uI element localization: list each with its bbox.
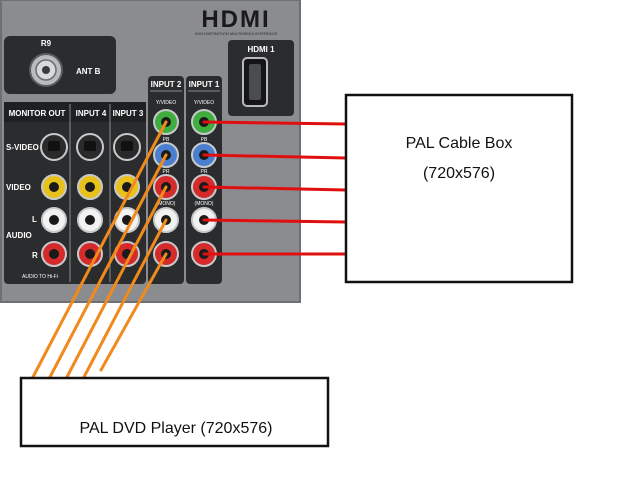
jack-monitor-audio-l[interactable]: [41, 207, 67, 233]
cable-orange-audio-l: [82, 218, 168, 379]
cable-orange-y: [31, 120, 168, 379]
section-input-1: INPUT 1: [189, 80, 220, 89]
row-label-svideo: S-VIDEO: [6, 143, 39, 152]
pal-dvd-player: PAL DVD Player (720x576): [19, 376, 330, 448]
row-label-audio: AUDIO: [6, 231, 32, 240]
cable-red-pb: [202, 153, 348, 160]
left-connector-block: MONITOR OUT INPUT 4 INPUT 3 S-VIDEO VIDE…: [4, 102, 146, 284]
svideo-ports: [40, 133, 141, 161]
cable-box-cables: [202, 120, 348, 256]
dvd-cables: [31, 120, 168, 379]
svideo-port-input-3[interactable]: [113, 133, 141, 161]
section-monitor-out: MONITOR OUT: [9, 109, 66, 118]
pal-cable-box: PAL Cable Box (720x576): [344, 93, 574, 284]
input-1-mono-label: (MONO): [195, 201, 214, 207]
cable-box-name: PAL Cable Box: [406, 135, 513, 152]
cable-orange-pb: [48, 153, 168, 379]
jack-input4-audio-l[interactable]: [77, 207, 103, 233]
input-2-pb-label: PB: [163, 137, 170, 143]
svideo-port-monitor-out[interactable]: [40, 133, 68, 161]
jack-monitor-audio-r[interactable]: [41, 241, 67, 267]
rca-jacks-left: [41, 174, 140, 267]
antenna-label: ANT B: [76, 67, 101, 76]
input-1-pb-label: PB: [201, 137, 208, 143]
row-label-r: R: [32, 251, 38, 260]
jack-input4-video[interactable]: [77, 174, 103, 200]
input-1-yvideo-label: Y/VIDEO: [194, 100, 214, 106]
cable-red-pr: [202, 185, 348, 192]
section-input-4: INPUT 4: [76, 109, 107, 118]
antenna-port-label: R9: [41, 39, 52, 48]
input-2-mono-label: (MONO): [157, 201, 176, 207]
hdmi-port-block: HDMI 1: [228, 40, 294, 116]
row-label-l: L: [32, 215, 37, 224]
section-input-3: INPUT 3: [113, 109, 144, 118]
input-2-pr-label: PR: [163, 169, 170, 175]
section-input-2: INPUT 2: [151, 80, 182, 89]
cable-box-resolution: (720x576): [423, 165, 495, 182]
audio-to-hifi-label: AUDIO TO Hi-Fi: [22, 274, 58, 280]
jack-monitor-video[interactable]: [41, 174, 67, 200]
cable-red-y: [202, 120, 348, 126]
hdmi-tagline: HIGH-DEFINITION MULTIMEDIA INTERFACE: [195, 31, 278, 36]
cable-orange-audio-r: [99, 252, 168, 372]
row-label-video: VIDEO: [6, 183, 31, 192]
hdmi-port-label: HDMI 1: [247, 45, 275, 54]
input-2-yvideo-label: Y/VIDEO: [156, 100, 176, 106]
input-1-pr-label: PR: [201, 169, 208, 175]
dvd-player-label: PAL DVD Player (720x576): [80, 420, 273, 437]
hdmi-logo: HDMI: [201, 6, 270, 33]
cable-orange-pr: [65, 185, 168, 379]
jack-input4-audio-r[interactable]: [77, 241, 103, 267]
svideo-port-input-4[interactable]: [76, 133, 104, 161]
antenna-block: R9 ANT B: [4, 36, 116, 94]
cable-red-audio-l: [202, 218, 348, 224]
